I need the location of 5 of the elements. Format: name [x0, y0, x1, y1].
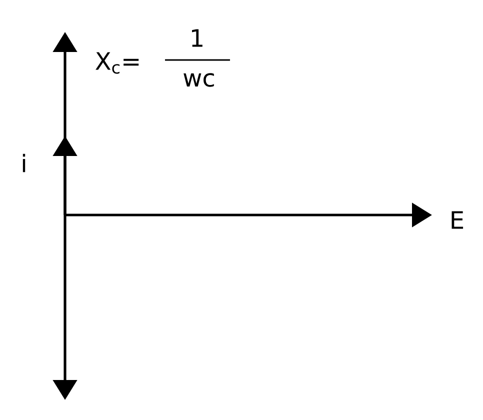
axis-label: E [452, 211, 464, 229]
axis-label: 1 [192, 29, 202, 47]
axis-label: i [22, 154, 26, 172]
axis-label: wc [184, 73, 214, 87]
axis-label: X$_{c}$= [96, 52, 139, 74]
